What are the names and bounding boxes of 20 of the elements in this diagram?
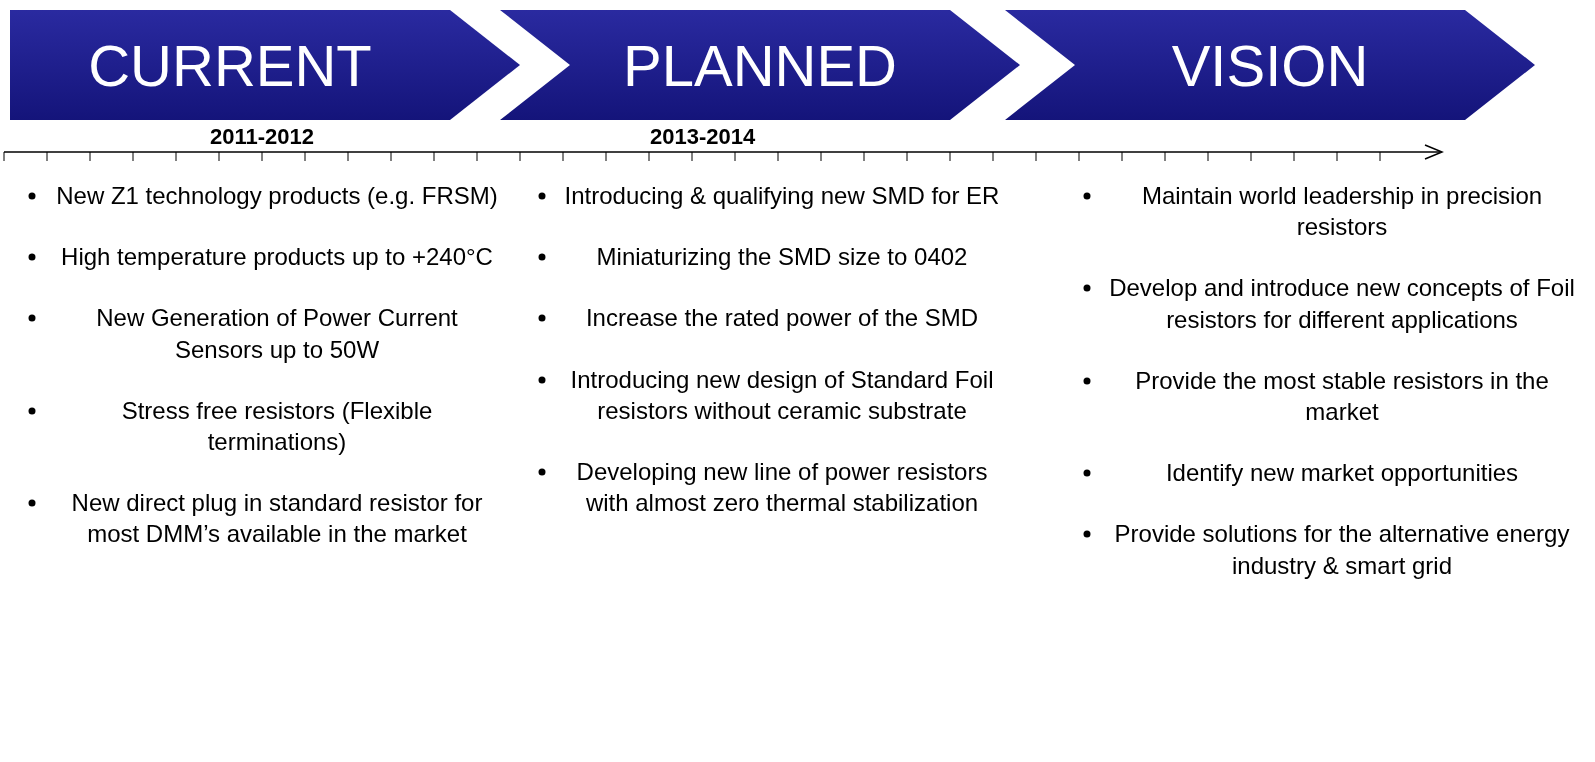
- year-label: 2011-2012: [210, 124, 314, 150]
- phase-title: CURRENT: [88, 31, 372, 99]
- bullet-text: New Z1 technology products (e.g. FRSM): [56, 181, 498, 211]
- bullet-text: New direct plug in standard resistor for most DMM’s available in the market: [70, 488, 484, 550]
- bullet-text: Develop and introduce new concepts of Foil resistors for different applications: [1109, 273, 1575, 335]
- bullet-text: Increase the rated power of the SMD: [585, 303, 979, 334]
- bullet-text: Identify new market opportunities: [1165, 458, 1519, 489]
- bullet-text: Provide solutions for the alternative energy industry & smart grid: [1113, 519, 1571, 581]
- bullet-text: Stress free resistors (Flexible terminations): [120, 395, 434, 457]
- bullet-text: Introducing & qualifying new SMD for ER: [564, 181, 1000, 211]
- bullet-text: Miniaturizing the SMD size to 0402: [596, 242, 968, 273]
- bullet-text: Introducing new design of Standard Foil resistors without ceramic substrate: [569, 364, 995, 426]
- phase-title: VISION: [1171, 31, 1369, 99]
- year-label: 2013-2014: [650, 124, 756, 150]
- bullet-text: Provide the most stable resistors in the market: [1134, 365, 1550, 427]
- bullet-text: Developing new line of power resistors with almost zero thermal stabilization: [575, 456, 989, 519]
- bullet-text: High temperature products up to +240°C: [61, 242, 493, 273]
- bullet-text: New Generation of Power Current Sensors up to 50W: [95, 303, 459, 365]
- bullet-text: Maintain world leadership in precision resistors: [1140, 181, 1544, 243]
- phase-title: PLANNED: [623, 31, 897, 99]
